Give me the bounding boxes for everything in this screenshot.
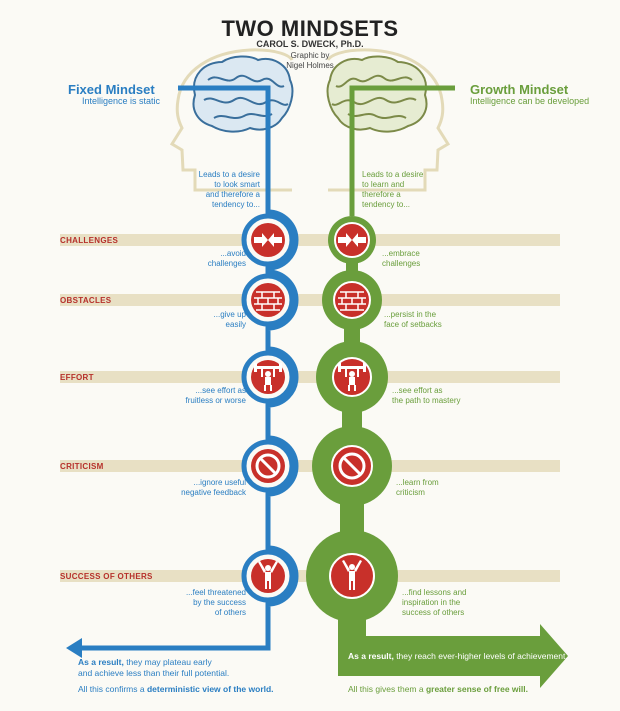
- fixed-criticism-text: ...ignore useful negative feedback: [181, 478, 246, 497]
- category-criticism: CRITICISM: [60, 462, 104, 471]
- band-challenges: [60, 234, 560, 246]
- fixed-effort-text: ...see effort as fruitless or worse: [185, 386, 246, 405]
- fixed-success-text: ...feel threatened by the success of oth…: [185, 588, 246, 617]
- weightlifter-icon-growth: [338, 363, 366, 391]
- fixed-challenges-text: ...avoid challenges: [207, 249, 246, 268]
- growth-intro: Leads to a desire to learn and therefore…: [362, 170, 424, 209]
- cheering-person-icon: [258, 561, 278, 589]
- fixed-obstacles-text: ...give up easily: [213, 310, 246, 329]
- brick-wall-icon-growth: [338, 291, 366, 311]
- growth-mindset-subtitle: Intelligence can be developed: [470, 96, 590, 106]
- author-name: CAROL S. DWECK, Ph.D.: [256, 39, 364, 49]
- fixed-conclusion-lead: All this confirms a: [78, 684, 147, 694]
- brick-wall-icon: [254, 291, 282, 311]
- cheering-person-icon-growth: [342, 560, 362, 590]
- category-success-of-others: SUCCESS OF OTHERS: [60, 572, 153, 581]
- growth-result-lead: As a result,: [348, 651, 394, 661]
- fixed-intro: Leads to a desire to look smart and ther…: [198, 170, 260, 209]
- category-effort: EFFORT: [60, 373, 94, 382]
- growth-result: As a result, they reach ever-higher leve…: [348, 651, 568, 662]
- category-challenges: CHALLENGES: [60, 236, 119, 245]
- band-obstacles: [60, 294, 560, 306]
- growth-result-rest: they reach ever-higher levels of achieve…: [393, 651, 568, 661]
- fixed-arrowhead: [66, 638, 82, 658]
- growth-obstacles-text: ...persist in the face of setbacks: [384, 310, 442, 329]
- weightlifter-icon: [254, 363, 282, 391]
- fixed-conclusion-bold: deterministic view of the world.: [146, 684, 274, 694]
- graphic-credit: Graphic by Nigel Holmes: [286, 51, 334, 70]
- fixed-result-line1: they may plateau early: [123, 657, 212, 667]
- fixed-mindset-title: Fixed Mindset: [68, 82, 155, 97]
- growth-success-text: ...find lessons and inspiration in the s…: [402, 588, 467, 617]
- band-criticism: [60, 460, 560, 472]
- growth-conclusion-bold: greater sense of free will.: [425, 684, 528, 694]
- category-bands: [60, 234, 560, 582]
- fixed-mindset-subtitle: Intelligence is static: [82, 96, 161, 106]
- no-sign-icon: [255, 453, 281, 479]
- arrows-collide-icon: [254, 233, 282, 247]
- growth-criticism-text: ...learn from criticism: [396, 478, 439, 497]
- fixed-path: [78, 85, 299, 651]
- right-head-outline: [326, 48, 451, 192]
- page-title: TWO MINDSETS: [221, 16, 399, 41]
- no-sign-icon-growth: [338, 452, 366, 480]
- left-head-outline: [169, 48, 294, 192]
- growth-challenges-text: ...embrace challenges: [382, 249, 421, 268]
- growth-conclusion: All this gives them a greater sense of f…: [348, 684, 608, 694]
- growth-conclusion-lead: All this gives them a: [348, 684, 426, 694]
- fixed-result-lead: As a result,: [78, 657, 124, 667]
- fixed-conclusion: All this confirms a deterministic view o…: [78, 684, 328, 694]
- arrows-collide-icon-growth: [338, 233, 366, 247]
- band-effort: [60, 371, 560, 383]
- growth-effort-text: ...see effort as the path to mastery: [392, 386, 461, 405]
- fixed-result-line2: and achieve less than their full potenti…: [78, 668, 230, 678]
- category-obstacles: OBSTACLES: [60, 296, 112, 305]
- growth-mindset-title: Growth Mindset: [470, 82, 569, 97]
